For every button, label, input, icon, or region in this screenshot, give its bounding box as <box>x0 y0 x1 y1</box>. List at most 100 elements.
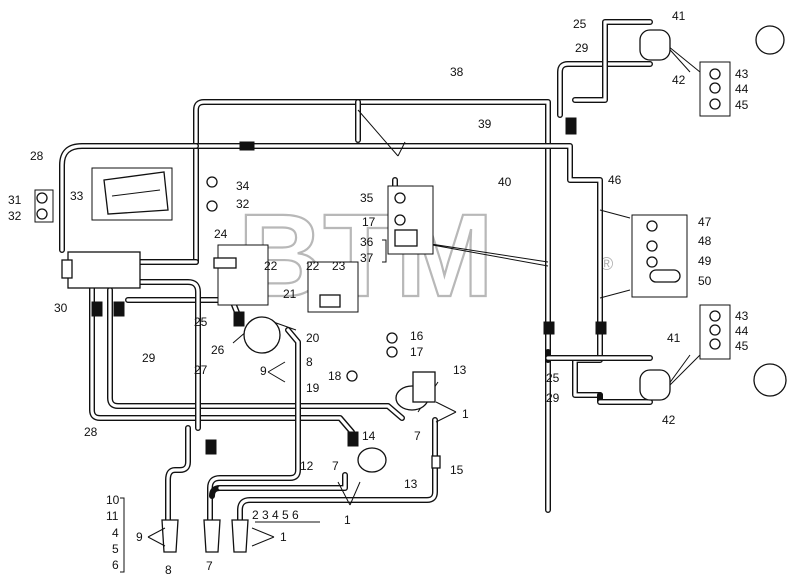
callout-42-lower: 42 <box>662 413 676 427</box>
plug-15 <box>431 455 441 469</box>
callout-1-bottom: 1 <box>280 530 287 544</box>
union-28 <box>347 431 359 447</box>
washer-44b <box>709 324 721 336</box>
cylinder-lower <box>639 369 671 401</box>
bolt-47 <box>646 220 658 232</box>
callout-11: 11 <box>106 509 119 523</box>
callout-48: 48 <box>698 234 712 248</box>
svg-text:BTM: BTM <box>238 190 494 322</box>
callout-32-mid: 32 <box>236 197 250 211</box>
cylinder-end-upper <box>755 25 785 55</box>
callout-41-upper: 41 <box>672 9 686 23</box>
callout-brackets <box>120 239 457 573</box>
fitting-7 <box>203 519 221 553</box>
callout-13-low: 13 <box>404 477 418 491</box>
callout-8-bottom: 8 <box>165 563 172 577</box>
part-numbers: 41 25 29 42 43 44 45 38 39 40 28 31 32 3… <box>8 9 749 577</box>
callout-18: 18 <box>328 369 342 383</box>
callout-29-lower: 29 <box>546 391 560 405</box>
callout-38: 38 <box>450 65 464 79</box>
bolt-23 <box>319 294 341 308</box>
callout-12: 12 <box>300 459 314 473</box>
bolt-16 <box>386 332 398 344</box>
panel-24 <box>217 244 269 306</box>
callout-29-left: 29 <box>142 351 156 365</box>
union-39 <box>239 141 255 151</box>
callout-28-lower: 28 <box>84 425 98 439</box>
registered-mark: ® <box>600 254 613 274</box>
callout-29-upper: 29 <box>575 41 589 55</box>
callout-36: 36 <box>360 235 374 249</box>
callout-43-upper: 43 <box>735 67 749 81</box>
valve-block-30 <box>67 251 141 289</box>
union-29 <box>595 321 607 335</box>
bolt-35 <box>394 192 406 204</box>
callout-35: 35 <box>360 191 374 205</box>
callout-31: 31 <box>8 193 22 207</box>
union-29b <box>113 301 125 317</box>
union-25 <box>543 321 555 335</box>
valve-26 <box>243 316 281 354</box>
callout-19: 19 <box>306 381 320 395</box>
washer-43a <box>709 68 721 80</box>
union-27 <box>205 439 217 455</box>
callout-30: 30 <box>54 301 68 315</box>
callout-7-low: 7 <box>332 459 339 473</box>
fitting-1 <box>231 519 249 553</box>
washer-17 <box>394 214 406 226</box>
callout-44-upper: 44 <box>735 82 749 96</box>
washer-32 <box>206 200 218 212</box>
callout-9-mid: 9 <box>260 364 267 378</box>
callout-40: 40 <box>498 175 512 189</box>
callout-47: 47 <box>698 215 712 229</box>
callout-4: 4 <box>112 526 119 540</box>
callout-21: 21 <box>283 287 297 301</box>
callout-24: 24 <box>214 227 228 241</box>
bolt-24 <box>213 257 237 269</box>
washer-32b <box>36 208 48 220</box>
callout-45-upper: 45 <box>735 98 749 112</box>
callout-28-upper: 28 <box>30 149 44 163</box>
union-40 <box>565 117 577 135</box>
clamp-50 <box>649 269 681 283</box>
cylinder-upper <box>639 29 671 61</box>
callout-43-lower: 43 <box>735 309 749 323</box>
callout-37: 37 <box>360 251 374 265</box>
washer-17b <box>386 346 398 358</box>
callout-46: 46 <box>608 173 622 187</box>
callout-20: 20 <box>306 331 320 345</box>
callout-22-right: 22 <box>306 259 320 273</box>
washer-44a <box>709 82 721 94</box>
cylinder-end-lower <box>753 363 787 397</box>
washer-49 <box>646 256 658 268</box>
union-28b <box>91 301 103 317</box>
callout-32-left: 32 <box>8 209 22 223</box>
parts <box>36 25 787 553</box>
callout-8-mid: 8 <box>306 355 313 369</box>
washer-43b <box>709 310 721 322</box>
callout-33: 33 <box>70 189 84 203</box>
callout-7-mid: 7 <box>414 429 421 443</box>
pipe-network <box>59 19 653 523</box>
callout-14: 14 <box>362 429 376 443</box>
callout-26: 26 <box>211 343 225 357</box>
panel-47-50 <box>631 214 688 298</box>
callout-1-low: 1 <box>344 513 351 527</box>
callout-23: 23 <box>332 259 346 273</box>
callout-25-upper: 25 <box>573 17 587 31</box>
callout-15: 15 <box>450 463 464 477</box>
clamp-36 <box>394 229 418 247</box>
callout-1-right: 1 <box>462 407 469 421</box>
callout-39: 39 <box>478 117 492 131</box>
callout-45-lower: 45 <box>735 339 749 353</box>
washer-18 <box>346 370 358 382</box>
callout-17-upper: 17 <box>362 215 376 229</box>
washer-48 <box>646 240 658 252</box>
callout-7-bottom: 7 <box>206 559 213 573</box>
valve-13 <box>357 447 387 473</box>
fitting-8 <box>161 519 179 553</box>
callout-9-bottom: 9 <box>136 530 143 544</box>
washer-31 <box>36 192 48 204</box>
callout-16: 16 <box>410 329 424 343</box>
